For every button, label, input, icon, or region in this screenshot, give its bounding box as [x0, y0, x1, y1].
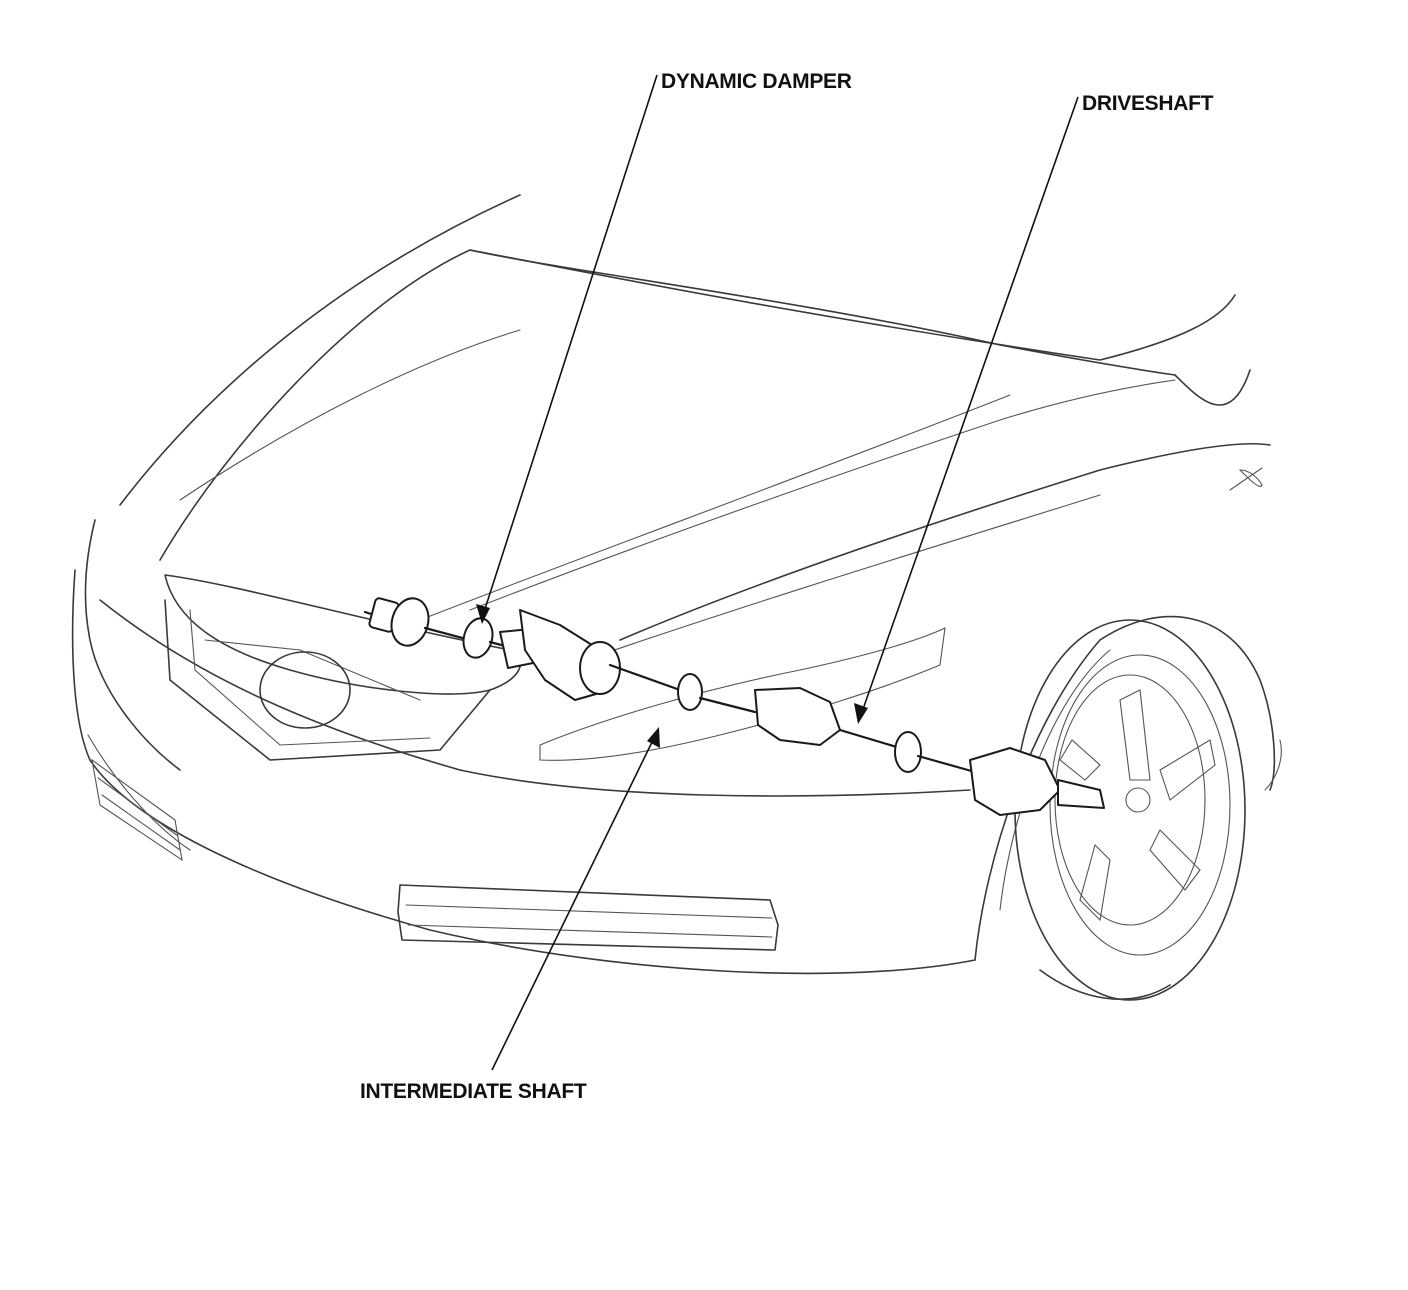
intermediate-shaft-label: INTERMEDIATE SHAFT [360, 1080, 587, 1103]
intermediate-shaft-leader [491, 737, 655, 1071]
car-body [71, 194, 1282, 1001]
leader-lines [476, 74, 1079, 1071]
dynamic-damper-label: DYNAMIC DAMPER [661, 70, 852, 93]
driveshaft-part [838, 728, 902, 750]
intermediate-shaft-part [608, 663, 682, 692]
drivetrain-parts [363, 597, 1105, 816]
dynamic-damper-part [462, 617, 494, 659]
driveshaft-label: DRIVESHAFT [1082, 92, 1214, 115]
driveshaft-leader [861, 96, 1079, 713]
dynamic-damper-leader [483, 74, 658, 613]
